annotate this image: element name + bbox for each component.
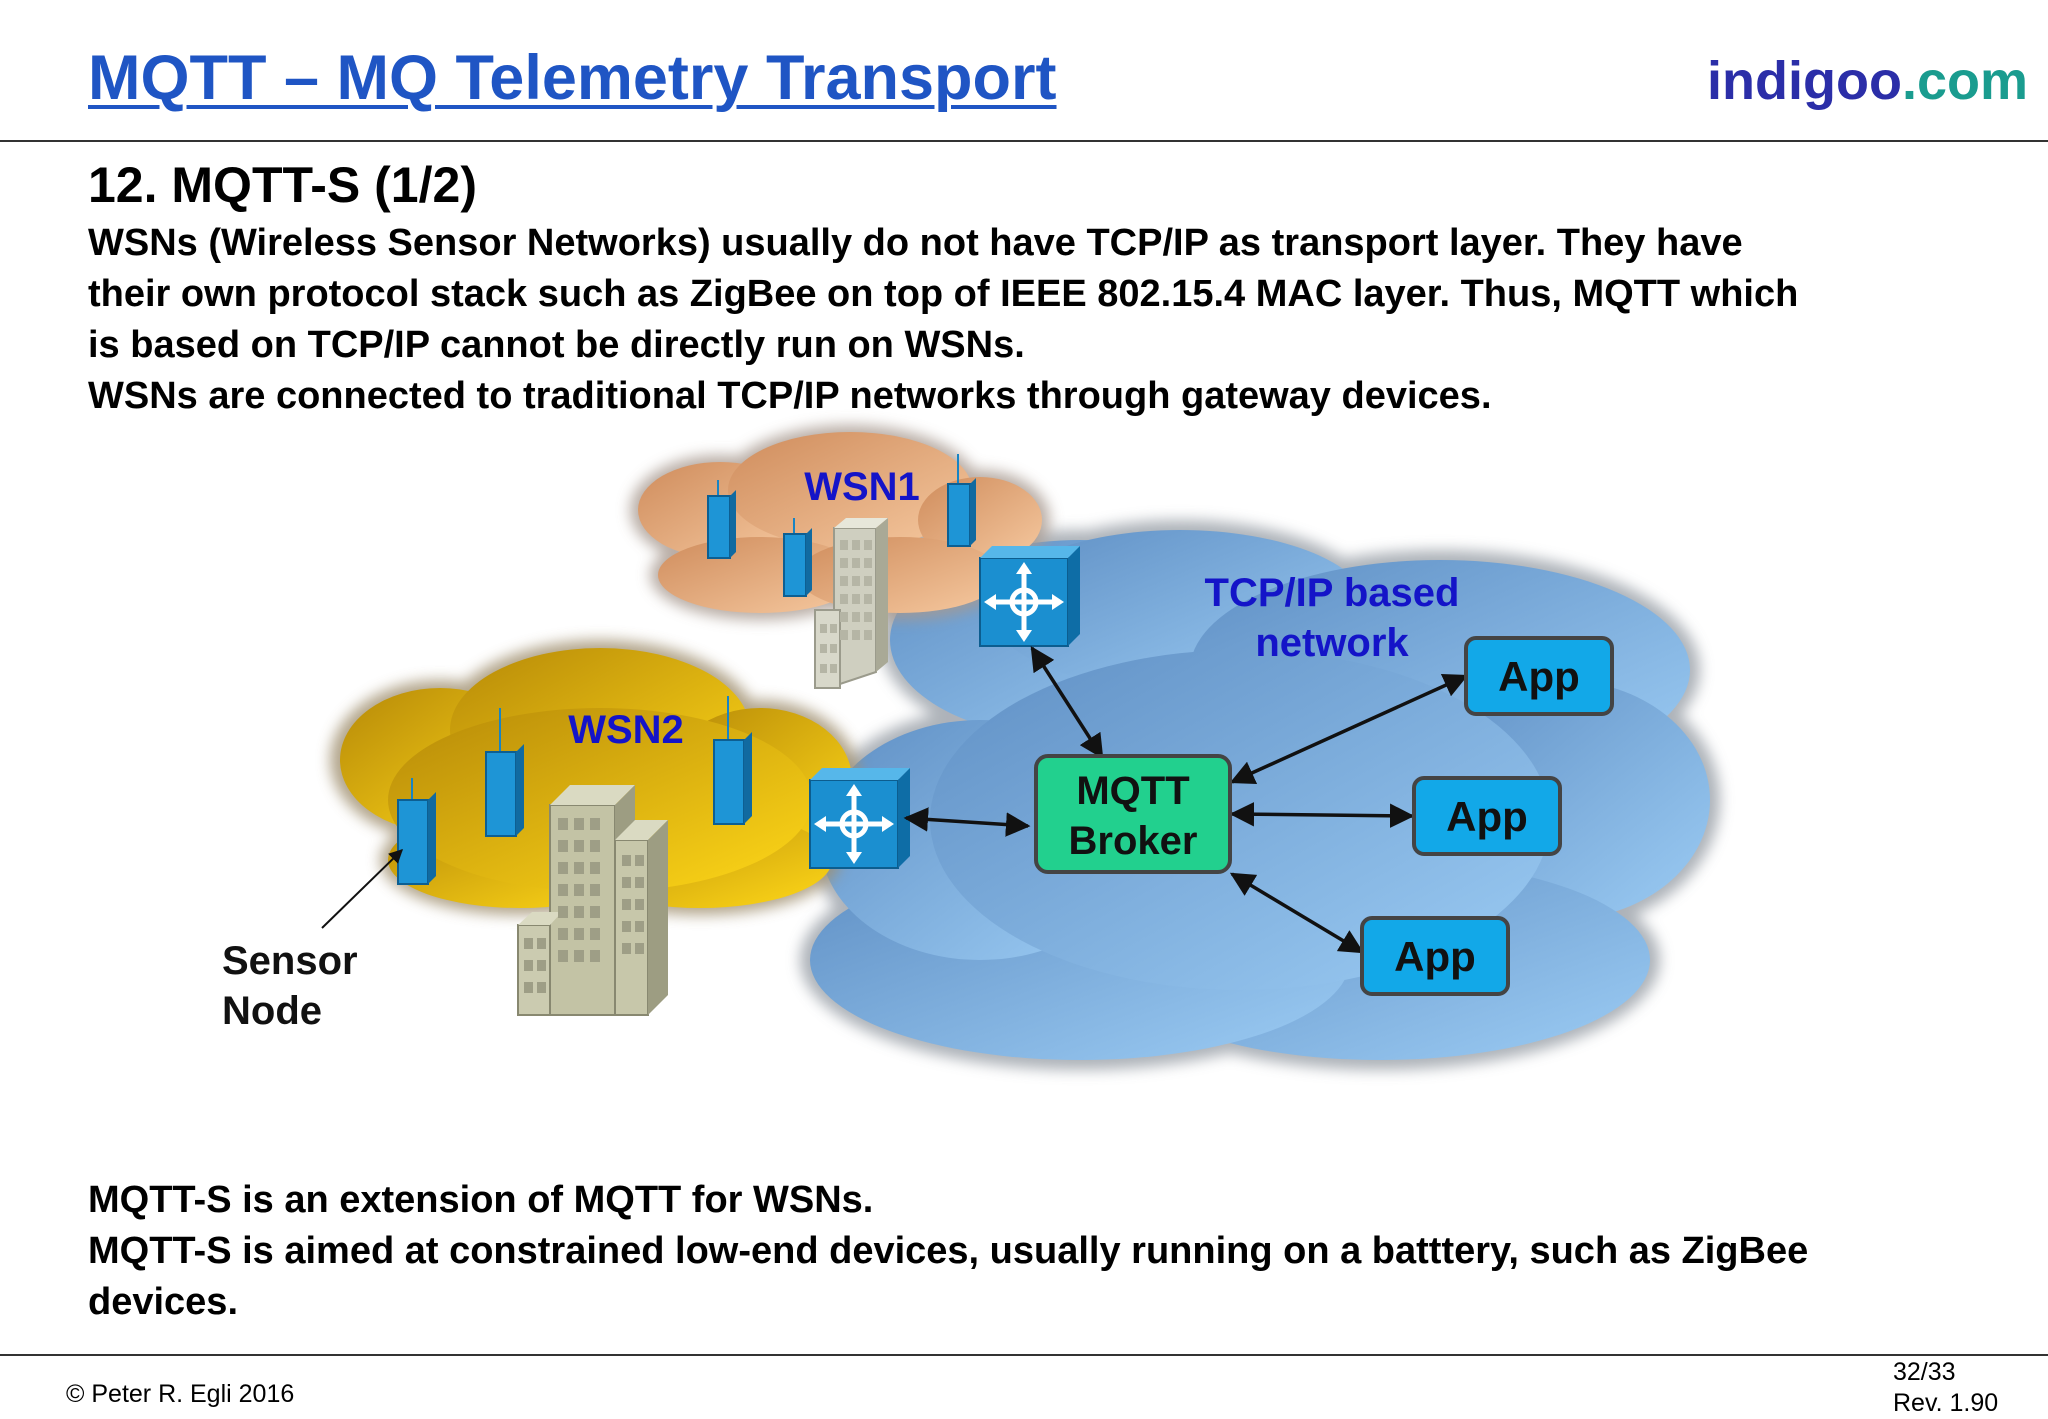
outro-line: MQTT-S is an extension of MQTT for WSNs. xyxy=(88,1179,874,1221)
app-node: App xyxy=(1360,916,1510,996)
intro-line: their own protocol stack such as ZigBee … xyxy=(88,273,1799,315)
intro-text: WSNs (Wireless Sensor Networks) usually … xyxy=(88,218,2028,422)
sensor-node-icon xyxy=(947,454,976,547)
brand-tld: .com xyxy=(1901,51,2028,111)
link-arrow xyxy=(1030,645,1104,760)
outro-text: MQTT-S is an extension of MQTT for WSNs.… xyxy=(88,1175,2028,1328)
app-node: App xyxy=(1464,636,1614,716)
brand-logo: indigoo.com xyxy=(1707,50,2028,112)
building-icon xyxy=(517,785,668,1016)
link-arrow xyxy=(1229,801,1415,829)
intro-line: WSNs are connected to traditional TCP/IP… xyxy=(88,375,1492,417)
link-arrow xyxy=(1229,872,1365,954)
page-number: 32/33 xyxy=(1893,1358,1956,1386)
intro-line: is based on TCP/IP cannot be directly ru… xyxy=(88,324,1025,366)
wsn1-label: WSN1 xyxy=(804,465,920,509)
app-label: App xyxy=(1498,653,1580,700)
outro-line: devices. xyxy=(88,1281,238,1323)
tcp-network-label: network xyxy=(1255,621,1409,665)
wsn2-label: WSN2 xyxy=(568,708,684,752)
slide-title: MQTT – MQ Telemetry Transport xyxy=(88,43,1057,113)
sensor-node-icon xyxy=(707,480,736,559)
link-arrow xyxy=(1229,673,1469,785)
app-label: App xyxy=(1446,793,1528,840)
copyright: © Peter R. Egli 2016 xyxy=(66,1380,295,1408)
app-label: App xyxy=(1394,933,1476,980)
broker-label-line: MQTT xyxy=(1076,769,1189,813)
footer-divider xyxy=(0,1354,2048,1356)
sensor-node-label: Sensor xyxy=(222,939,358,983)
building-icon xyxy=(814,518,888,689)
sensor-node-icon xyxy=(397,778,436,885)
sensor-node-label: Node xyxy=(222,989,322,1033)
sensor-node-icon xyxy=(485,708,524,837)
sensor-node-icon xyxy=(713,696,752,825)
revision: Rev. 1.90 xyxy=(1893,1389,1999,1417)
intro-line: WSNs (Wireless Sensor Networks) usually … xyxy=(88,222,1743,264)
page-info: 32/33 Rev. 1.90 xyxy=(1893,1357,1998,1419)
sensor-pointer-line xyxy=(321,849,404,929)
tcp-network-label: TCP/IP based xyxy=(1205,571,1460,615)
gateway-router-icon xyxy=(809,768,910,869)
section-heading: 12. MQTT-S (1/2) xyxy=(88,157,477,213)
gateway-router-icon xyxy=(979,546,1080,647)
mqtt-broker-node: MQTT Broker xyxy=(1034,754,1232,874)
outro-line: MQTT-S is aimed at constrained low-end d… xyxy=(88,1230,1809,1272)
sensor-node-icon xyxy=(783,518,812,597)
link-arrow xyxy=(903,807,1031,837)
app-node: App xyxy=(1412,776,1562,856)
header-divider xyxy=(0,140,2048,142)
broker-label-line: Broker xyxy=(1069,819,1198,863)
brand-name: indigoo xyxy=(1707,51,1902,111)
